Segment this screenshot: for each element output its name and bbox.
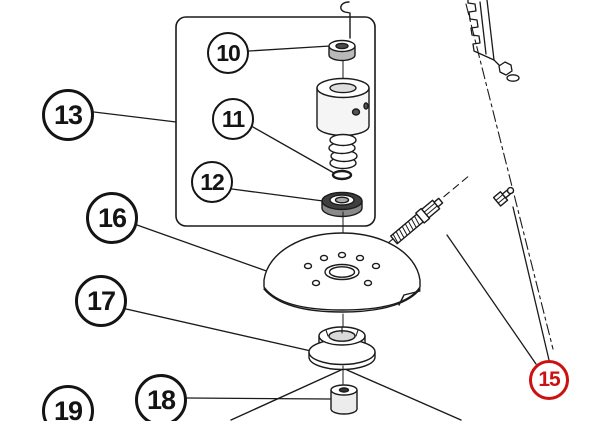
hook-pin-part [340, 1, 351, 39]
spring-part [328, 133, 358, 170]
callout-19: 19 [42, 385, 94, 421]
callout-10: 10 [207, 32, 249, 74]
callout-15-highlighted: 15 [529, 360, 569, 400]
spindle-housing-part [316, 77, 370, 137]
oring-part [331, 169, 353, 181]
blade-bracket-part [467, 0, 520, 82]
callout-12: 12 [191, 161, 233, 203]
callout-13: 13 [42, 89, 94, 141]
callout-16: 16 [86, 192, 138, 244]
bearing-part [321, 191, 363, 218]
lower-assembly-lines [230, 369, 462, 421]
callout-17: 17 [75, 275, 127, 327]
callout-18: 18 [135, 374, 187, 421]
bolt-part [390, 197, 444, 245]
callout-11: 11 [212, 98, 254, 140]
detail-box [175, 16, 376, 227]
nut-part [328, 39, 356, 80]
lock-nut-part [308, 326, 376, 371]
leader-lines [93, 45, 550, 400]
spacer-part [330, 384, 358, 415]
grease-fitting-part [492, 186, 515, 207]
deck-cover-part [263, 232, 421, 313]
